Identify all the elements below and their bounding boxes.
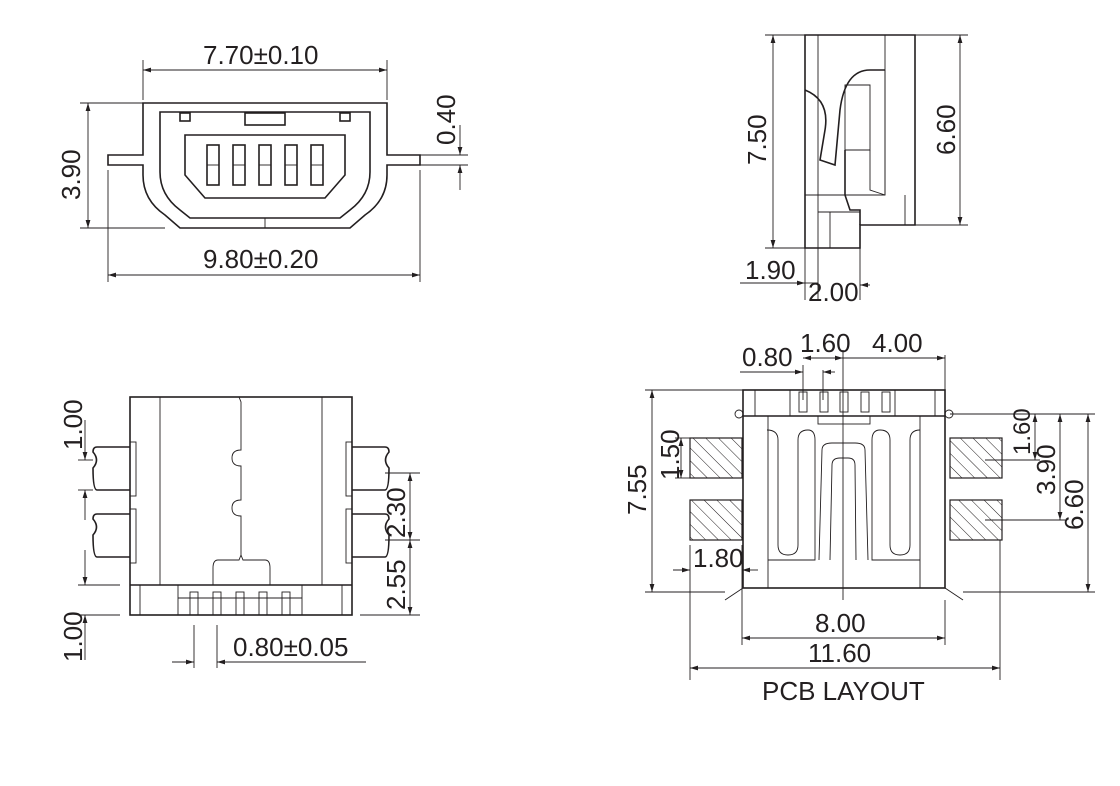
dim-pin-pitch: 0.80±0.05 — [233, 632, 348, 662]
bottom-view: 1.00 1.00 2.30 2.55 0.80±0.05 — [58, 396, 420, 668]
side-view: 7.50 6.60 1.90 2.00 — [740, 34, 968, 307]
dim-tab-pitch: 2.30 — [381, 487, 411, 538]
dim-pad-height: 1.50 — [655, 429, 685, 480]
dim-body-width: 8.00 — [815, 608, 866, 638]
dim-pad-offset: 1.60 — [1009, 408, 1036, 455]
dim-tab-thickness: 0.40 — [431, 94, 461, 145]
dim-total-height: 7.55 — [622, 464, 652, 515]
front-pins — [206, 144, 324, 186]
pad-left-top — [689, 437, 743, 479]
pcb-layout-title: PCB LAYOUT — [762, 676, 925, 706]
dim-bottom-margin: 1.00 — [58, 611, 88, 662]
dim-pad-width: 1.80 — [693, 543, 744, 573]
pcb-pins — [798, 391, 891, 413]
dim-body-height: 6.60 — [1059, 479, 1089, 530]
dim-height-total: 7.50 — [742, 114, 772, 165]
dim-half-width: 4.00 — [872, 328, 923, 358]
pad-left-bottom — [689, 499, 743, 541]
dim-total-width: 11.60 — [808, 638, 871, 668]
dim-pad-span: 3.90 — [1031, 444, 1061, 495]
dim-pin-pitch: 0.80 — [742, 342, 793, 372]
dim-top-margin: 1.00 — [58, 399, 88, 450]
pad-right-top — [949, 437, 1003, 479]
dim-height: 3.90 — [56, 149, 86, 200]
dim-pin-span: 1.60 — [800, 328, 851, 358]
dim-height-body: 6.60 — [931, 104, 961, 155]
dim-width-top: 7.70±0.10 — [203, 40, 318, 70]
bottom-pins — [178, 591, 302, 616]
dim-offset-a: 1.90 — [745, 255, 796, 285]
front-view: 7.70±0.10 9.80±0.20 3.90 0.40 — [56, 40, 468, 282]
dim-width-bottom: 9.80±0.20 — [203, 244, 318, 274]
pcb-layout-view: 0.80 1.60 4.00 7.55 1.50 1.60 3.90 6.60 … — [622, 328, 1095, 706]
dim-tab-offset: 2.55 — [381, 559, 411, 610]
dim-offset-b: 2.00 — [808, 277, 859, 307]
